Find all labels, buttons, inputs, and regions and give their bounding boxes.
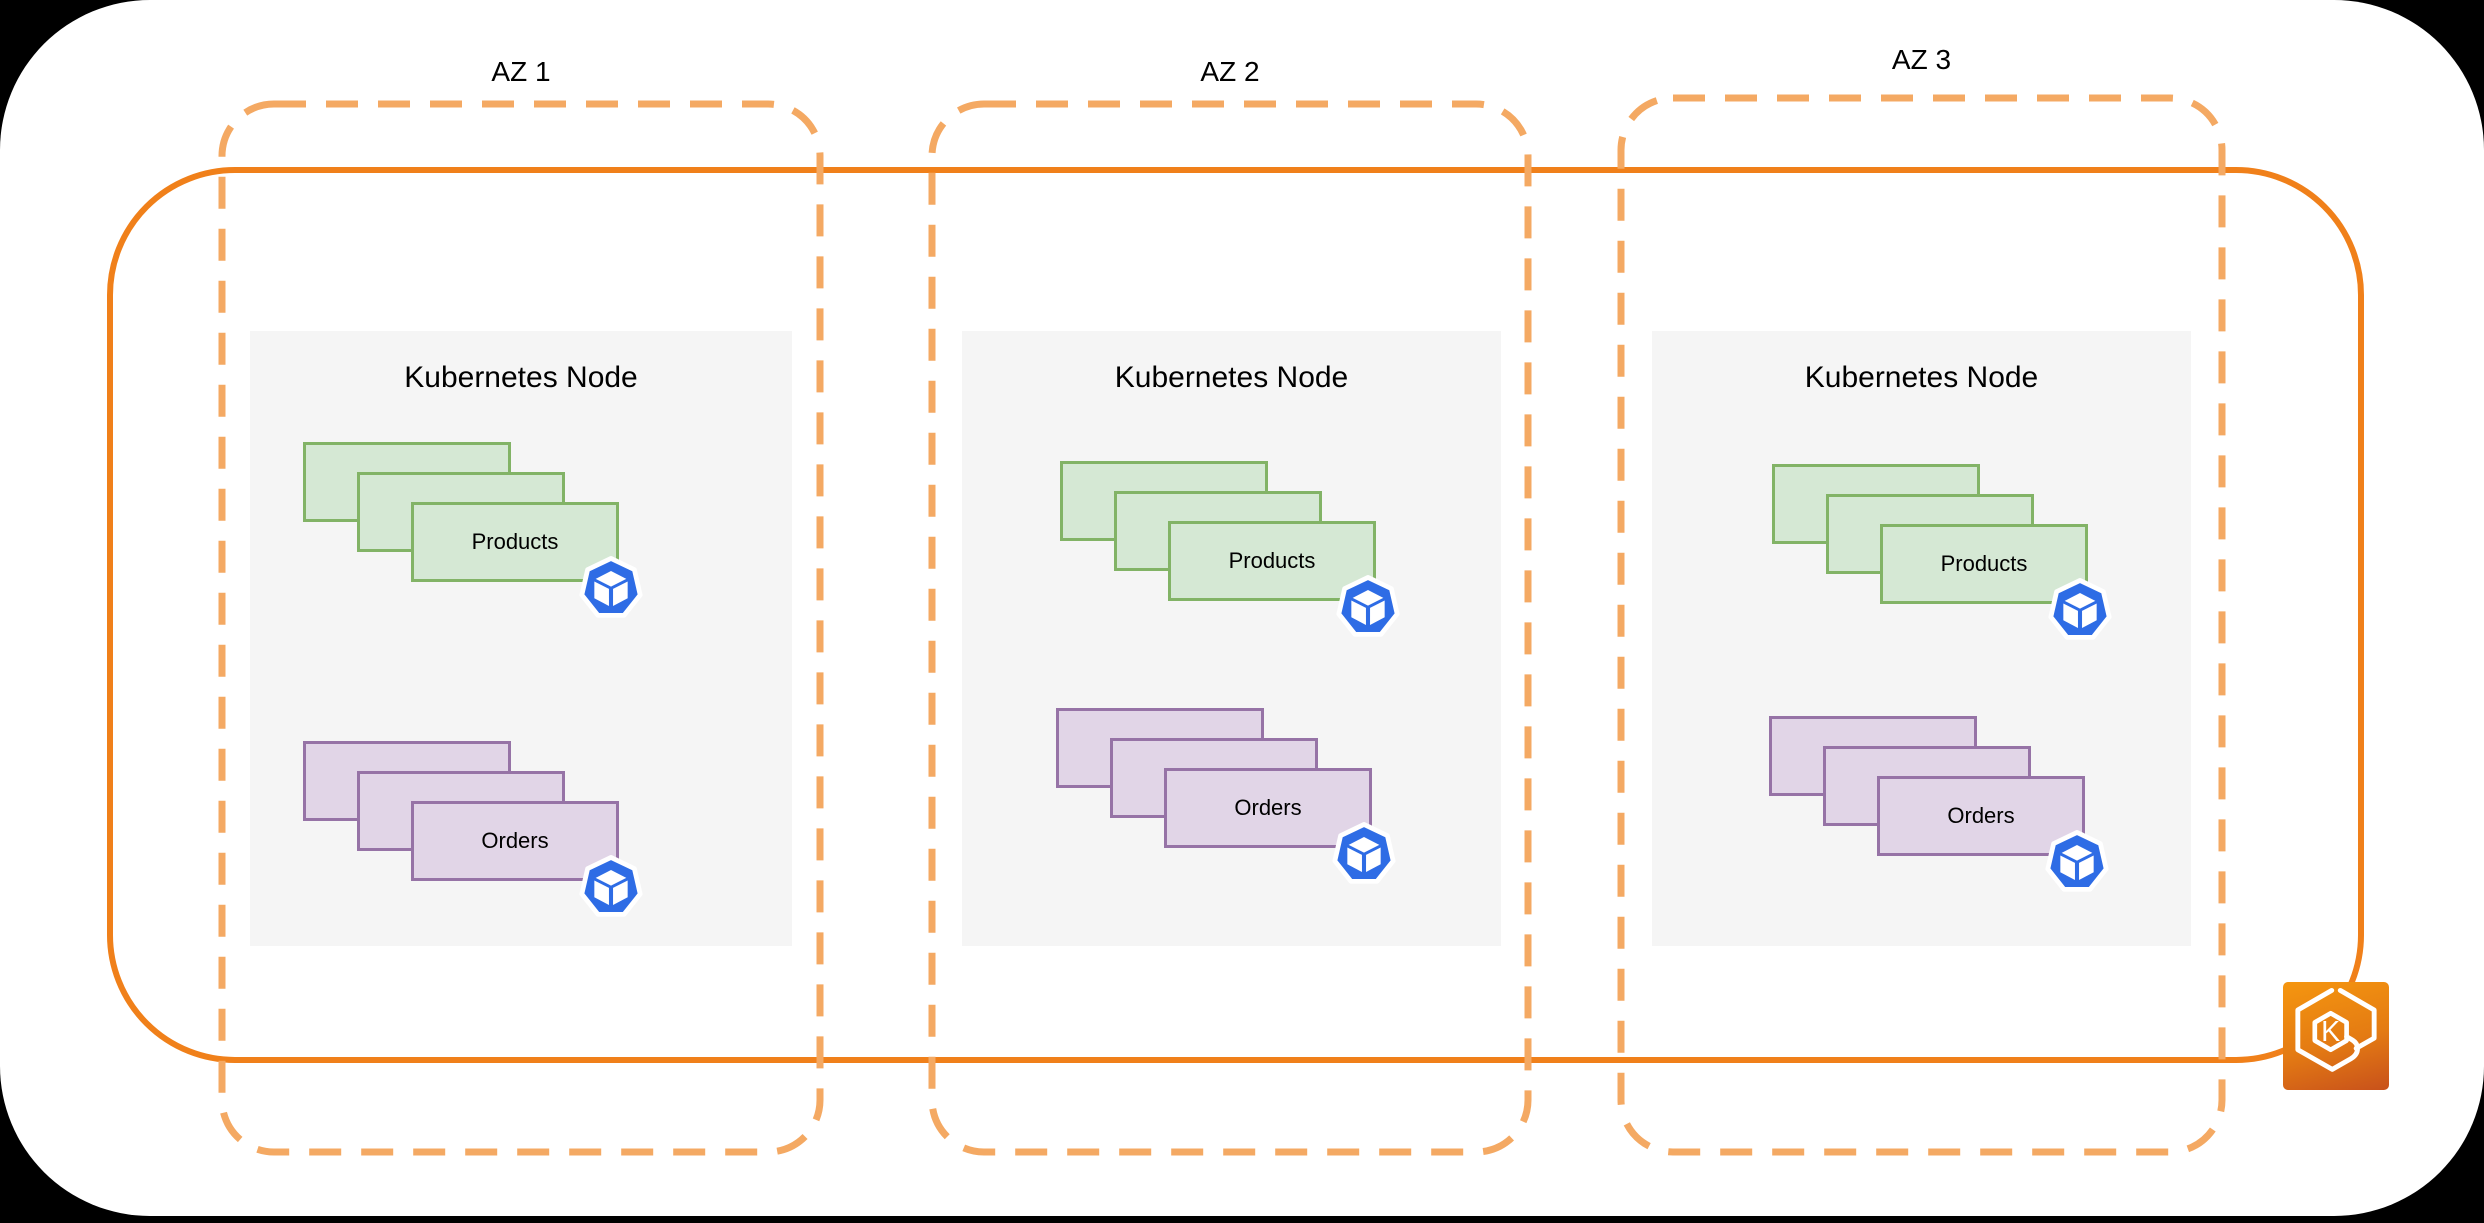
kubernetes-pod-icon [2046,575,2114,643]
kubernetes-pod-icon [1334,572,1402,640]
eks-glyph: K [2295,987,2377,1072]
node-title: Kubernetes Node [1804,361,2039,394]
products-pod-stack-az2: Products [1060,461,1376,601]
node-title: Kubernetes Node [404,361,638,394]
pod-label: Orders [1947,803,2015,828]
pod-replica-front: Orders [1164,768,1372,848]
products-pod-stack-az1: Products [303,442,619,582]
pod-replica-front: Orders [411,801,619,881]
kubernetes-pod-icon [1330,819,1398,887]
amazon-eks-icon: K [2283,982,2389,1090]
az1-boundary [218,100,824,1156]
az2-label: AZ 2 [1200,56,1260,87]
pod-label: Products [1940,551,2028,576]
pod-replica-front: Products [411,502,619,582]
orders-pod-stack-az3: Orders [1769,716,2085,856]
eks-letter: K [2321,1016,2340,1048]
pod-label: Orders [1234,795,1302,820]
kubernetes-pod-icon [577,852,645,920]
products-pod-stack-az3: Products [1772,464,2088,604]
az2-boundary [928,100,1532,1156]
orders-pod-stack-az2: Orders [1056,708,1372,848]
pod-label: Products [471,529,559,554]
orders-pod-stack-az1: Orders [303,741,619,881]
pod-label: Products [1228,548,1316,573]
az3-label: AZ 3 [1891,44,1952,75]
node-title: Kubernetes Node [1114,361,1349,394]
kubernetes-pod-icon [577,553,645,621]
kubernetes-pod-icon [2043,827,2111,895]
pod-replica-front: Products [1880,524,2088,604]
az3-boundary [1617,94,2226,1156]
pod-label: Orders [481,828,549,853]
pod-replica-front: Orders [1877,776,2085,856]
pod-replica-front: Products [1168,521,1376,601]
az1-label: AZ 1 [491,56,551,87]
eks-cluster-boundary [107,167,2364,1063]
kubernetes-node-az2: Kubernetes Node [962,331,1501,946]
